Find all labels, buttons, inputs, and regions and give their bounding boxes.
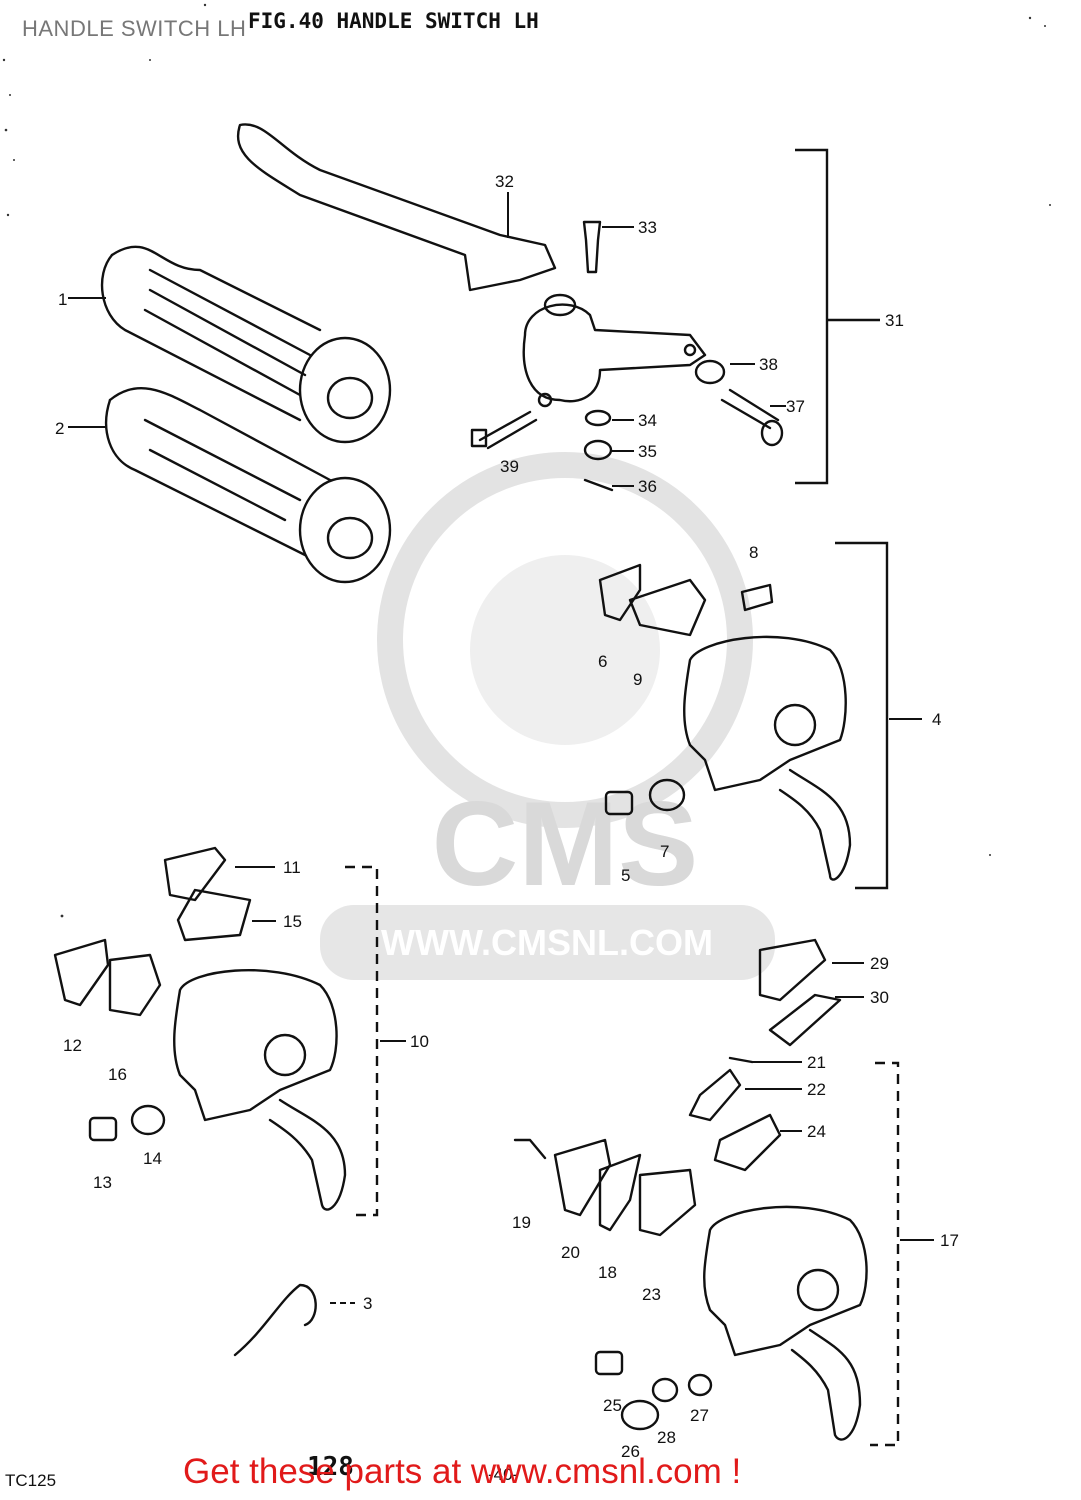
- callout-36: 36: [638, 477, 657, 496]
- lever-bracket: [522, 293, 707, 408]
- callout-27: 27: [690, 1406, 709, 1425]
- callout-4: 4: [932, 710, 941, 729]
- page-number: 128: [307, 1452, 354, 1482]
- callout-35: 35: [638, 442, 657, 461]
- group-brackets: [345, 148, 900, 1447]
- callout-7: 7: [660, 842, 669, 861]
- callout-37: 37: [786, 397, 805, 416]
- promo-text[interactable]: Get these parts at www.cmsnl.com !: [183, 1452, 742, 1491]
- switch-housing-4: [598, 563, 852, 881]
- callout-18: 18: [598, 1263, 617, 1282]
- callout-13: 13: [93, 1173, 112, 1192]
- callout-19: 19: [512, 1213, 531, 1232]
- callout-31: 31: [885, 311, 904, 330]
- callout-1: 1: [58, 290, 67, 309]
- callout-25: 25: [603, 1396, 622, 1415]
- callout-32: 32: [495, 172, 514, 191]
- callout-11: 11: [283, 858, 301, 877]
- small-fasteners: [470, 220, 784, 492]
- grip-1: [100, 245, 392, 444]
- figure-title: FIG.40 HANDLE SWITCH LH: [248, 9, 539, 33]
- callout-6: 6: [598, 652, 607, 671]
- page-sub: -40-: [488, 1465, 518, 1484]
- corner-title: HANDLE SWITCH LH: [22, 16, 247, 41]
- callout-38: 38: [759, 355, 778, 374]
- callout-20: 20: [561, 1243, 580, 1262]
- callout-9: 9: [633, 670, 642, 689]
- callout-21: 21: [807, 1053, 826, 1072]
- callout-10: 10: [410, 1032, 429, 1051]
- callout-5: 5: [621, 866, 630, 885]
- callout-3: 3: [363, 1294, 372, 1313]
- callout-15: 15: [283, 912, 302, 931]
- part-3: [233, 1283, 317, 1357]
- callout-8: 8: [749, 543, 758, 562]
- callout-22: 22: [807, 1080, 826, 1099]
- model-code: TC125: [5, 1471, 56, 1490]
- scan-specks: [2, 3, 1051, 918]
- callout-17: 17: [940, 1231, 959, 1250]
- callout-39: 39: [500, 457, 519, 476]
- callout-30: 30: [870, 988, 889, 1007]
- watermark-logo-text: CMS: [432, 777, 699, 911]
- callout-23: 23: [642, 1285, 661, 1304]
- callout-26: 26: [621, 1442, 640, 1461]
- callout-labels: 1 2 3 4 5 6 7 8 9 10 11 12 13 14 15 16 1…: [55, 172, 959, 1461]
- callout-14: 14: [143, 1149, 162, 1168]
- callout-33: 33: [638, 218, 657, 237]
- callout-34: 34: [638, 411, 657, 430]
- switch-housing-17: [513, 938, 868, 1441]
- grip-2: [105, 386, 392, 584]
- callout-16: 16: [108, 1065, 127, 1084]
- switch-housing-10: [53, 846, 347, 1211]
- watermark-url: WWW.CMSNL.COM: [381, 922, 713, 963]
- callout-2: 2: [55, 419, 64, 438]
- callout-24: 24: [807, 1122, 826, 1141]
- callout-28: 28: [657, 1428, 676, 1447]
- callout-12: 12: [63, 1036, 82, 1055]
- cms-watermark: CMS WWW.CMSNL.COM: [320, 452, 775, 980]
- callout-29: 29: [870, 954, 889, 973]
- clutch-lever: [237, 123, 557, 292]
- leader-lines: [68, 192, 934, 1304]
